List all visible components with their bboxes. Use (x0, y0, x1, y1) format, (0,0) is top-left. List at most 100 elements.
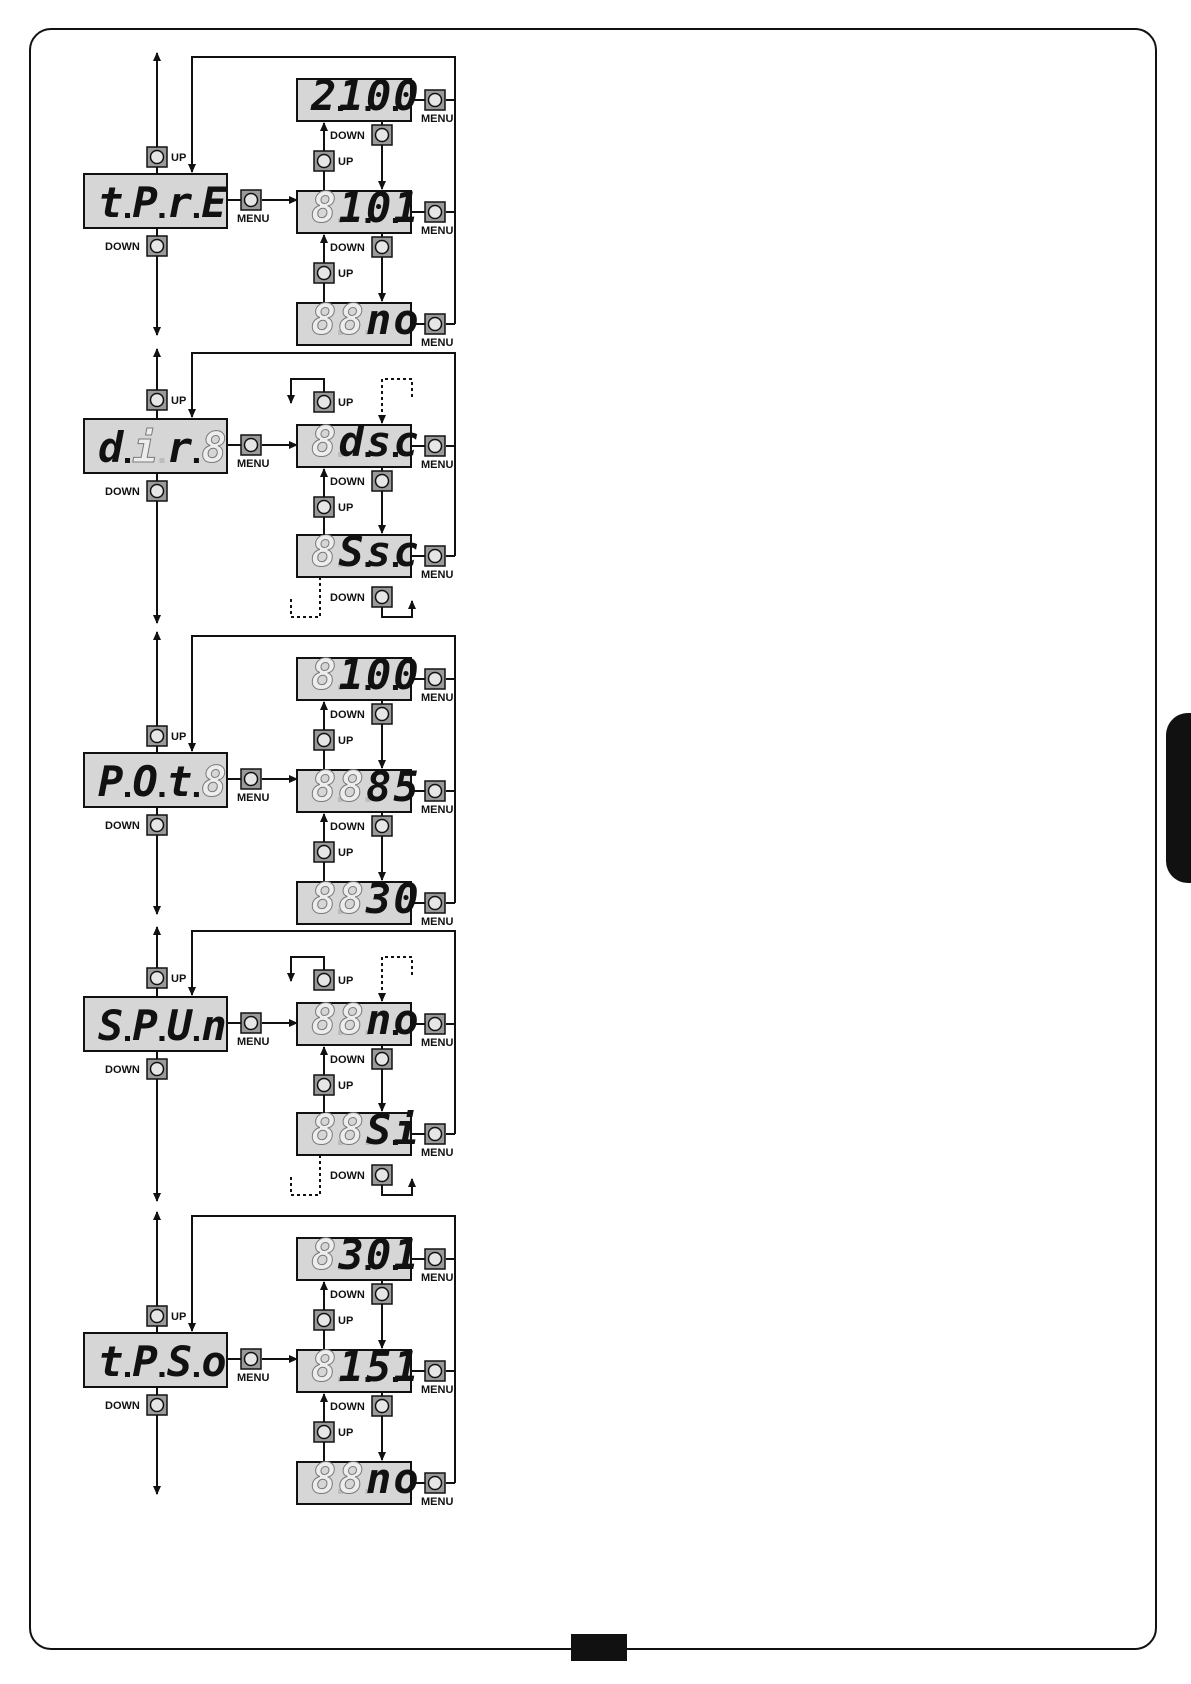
lcd-digit: 8 (311, 417, 336, 466)
lcd-dot (365, 218, 371, 223)
lcd-digit: 1 (338, 650, 363, 699)
lcd-digit: 1 (338, 1342, 363, 1391)
lcd-dot (338, 330, 343, 335)
lcd-digit: c (393, 417, 418, 466)
lcd-digit: r (167, 178, 193, 227)
lcd-digit: 2 (310, 71, 336, 120)
down-circle-icon (374, 1051, 390, 1067)
menu-circle-icon (243, 771, 259, 787)
lcd-dot (365, 1140, 371, 1145)
lcd-digit: n (366, 995, 391, 1044)
menu-label: MENU (421, 569, 453, 581)
return-loop-line (188, 56, 456, 173)
parameter-display (83, 996, 228, 1052)
lcd-digit: 8 (311, 650, 336, 699)
down-circle-icon (374, 818, 390, 834)
menu-label: MENU (421, 1496, 453, 1508)
value-display (296, 1112, 412, 1156)
menu-label: MENU (421, 225, 453, 237)
down-circle-icon (374, 1398, 390, 1414)
lcd-digit: 8 (338, 1454, 363, 1503)
up-label: UP (171, 152, 186, 164)
lcd-dot (392, 452, 398, 457)
lcd-dot (193, 1372, 199, 1377)
up-circle-icon (149, 970, 165, 986)
lcd-digit: i (393, 1105, 418, 1154)
lcd-dot (159, 792, 165, 797)
menu-circle-icon (243, 1351, 259, 1367)
up-circle-icon (316, 499, 332, 515)
up-label: UP (171, 731, 186, 743)
lcd-digit: P (98, 757, 123, 806)
down-circle-icon (149, 483, 165, 499)
down-label: DOWN (330, 709, 365, 721)
down-label: DOWN (105, 241, 140, 253)
menu-label: MENU (237, 792, 269, 804)
wrap-arrow (290, 577, 321, 618)
lcd-dot (392, 1377, 398, 1382)
up-circle-icon (316, 732, 332, 748)
menu-circle-icon (427, 204, 443, 220)
lcd-digit: c (393, 527, 418, 576)
up-label: UP (338, 1315, 353, 1327)
lcd-digit: 8 (201, 423, 226, 472)
down-circle-icon (374, 1167, 390, 1183)
menu-label: MENU (421, 113, 453, 125)
down-label: DOWN (330, 130, 365, 142)
up-circle-icon (316, 394, 332, 410)
up-label: UP (338, 397, 353, 409)
lcd-dot (338, 909, 343, 914)
lcd-digit: 8 (311, 995, 336, 1044)
lcd-digit: i (132, 423, 157, 472)
menu-circle-icon (243, 437, 259, 453)
lcd-digit: 5 (366, 1342, 391, 1391)
wrap-arrow (290, 1155, 321, 1196)
down-circle-icon (374, 706, 390, 722)
down-circle-icon (149, 1061, 165, 1077)
menu-circle-icon (427, 1126, 443, 1142)
lcd-dot (365, 1377, 371, 1382)
down-label: DOWN (330, 1170, 365, 1182)
up-label: UP (338, 268, 353, 280)
lcd-digit: s (366, 417, 391, 466)
up-label: UP (338, 975, 353, 987)
menu-circle-icon (427, 783, 443, 799)
lcd-digit: 8 (311, 183, 336, 232)
menu-circle-icon (427, 1475, 443, 1491)
up-label: UP (171, 395, 186, 407)
down-label: DOWN (330, 592, 365, 604)
value-display (296, 1237, 412, 1281)
lcd-digit: S (167, 1337, 192, 1386)
up-circle-icon (149, 149, 165, 165)
lcd-dot (392, 562, 398, 567)
wrap-arrow (381, 600, 416, 618)
lcd-dot (125, 1372, 130, 1377)
down-label: DOWN (330, 476, 365, 488)
parameter-display (83, 418, 228, 474)
up-circle-icon (149, 728, 165, 744)
lcd-digit: 8 (338, 1105, 363, 1154)
down-label: DOWN (330, 1289, 365, 1301)
wrap-arrow (381, 1178, 416, 1196)
lcd-digit: 1 (393, 1342, 418, 1391)
lcd-dot (125, 792, 130, 797)
lcd-dot (392, 106, 398, 111)
lcd-dot (365, 1030, 371, 1035)
lcd-digit: 8 (338, 874, 363, 923)
up-circle-icon (316, 972, 332, 988)
lcd-dot (193, 213, 199, 218)
value-display (296, 769, 412, 813)
lcd-dot (392, 1265, 398, 1270)
lcd-digit: O (132, 757, 157, 806)
lcd-digit: 5 (393, 762, 418, 811)
lcd-digit: 8 (201, 757, 226, 806)
lcd-dot (338, 106, 343, 111)
lcd-dot (365, 562, 371, 567)
value-display (296, 1461, 412, 1505)
lcd-digit: d (338, 417, 365, 466)
up-circle-icon (316, 265, 332, 281)
down-circle-icon (374, 127, 390, 143)
lcd-dot (392, 1030, 398, 1035)
menu-label: MENU (421, 1384, 453, 1396)
up-label: UP (338, 1427, 353, 1439)
